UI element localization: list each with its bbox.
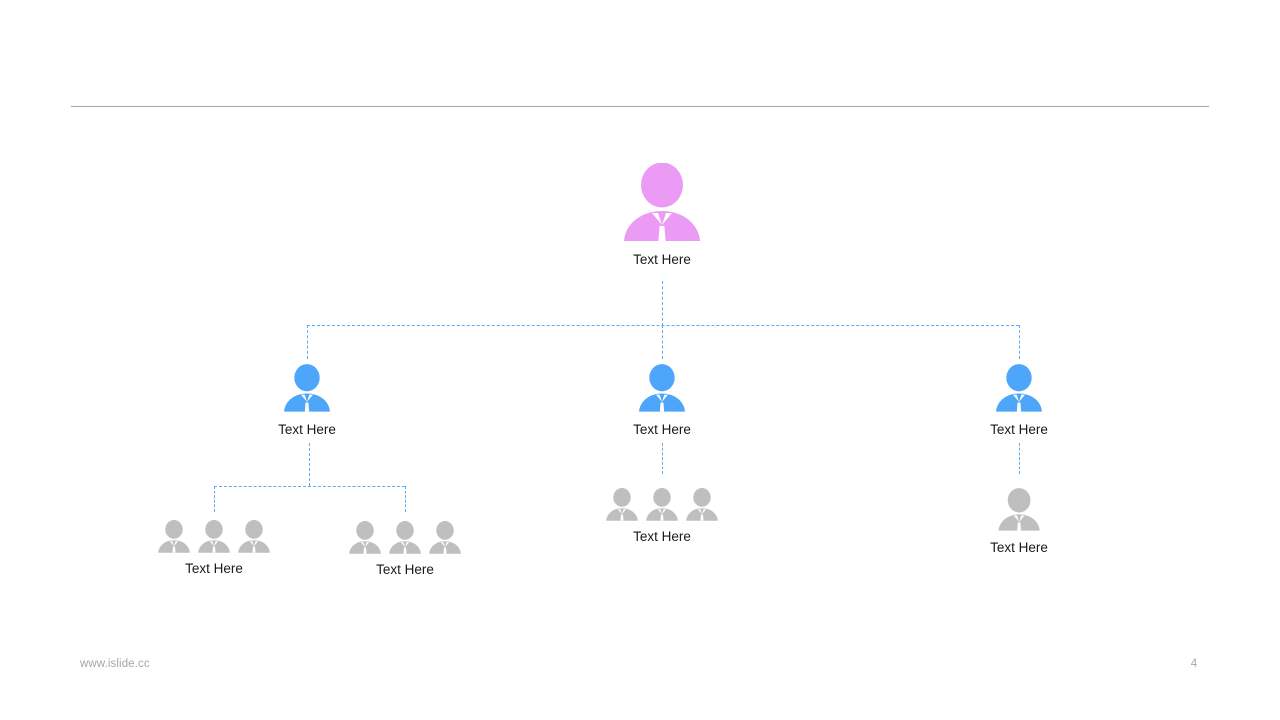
level2-icon-group xyxy=(278,363,336,413)
org-node-label: Text Here xyxy=(376,562,434,577)
org-node-label: Text Here xyxy=(633,529,691,544)
org-node-label: Text Here xyxy=(185,561,243,576)
org-node-level2-3[interactable]: Text Here xyxy=(990,363,1048,437)
people-group-icon xyxy=(154,520,274,553)
root-icon-group xyxy=(614,163,710,241)
person-icon xyxy=(606,488,638,521)
person-icon xyxy=(158,520,190,553)
connector-root-stem xyxy=(662,281,663,326)
org-node-level2-1[interactable]: Text Here xyxy=(278,363,336,437)
org-node-level3-4[interactable]: Text Here xyxy=(990,487,1048,555)
org-node-level2-2[interactable]: Text Here xyxy=(633,363,691,437)
connector-drop-level2-3 xyxy=(1019,325,1020,359)
connector-stem-branch-middle xyxy=(662,443,663,474)
connector-branch-left-bus xyxy=(214,486,405,487)
org-node-label: Text Here xyxy=(633,422,691,437)
org-node-root[interactable]: Text Here xyxy=(614,163,710,267)
single-person-icon-group xyxy=(990,487,1048,532)
level2-icon-group xyxy=(990,363,1048,413)
org-node-label: Text Here xyxy=(990,422,1048,437)
connector-drop-leaf-1 xyxy=(214,486,215,512)
connector-drop-leaf-2 xyxy=(405,486,406,512)
connector-stem-branch-left xyxy=(309,443,310,486)
footer-url[interactable]: www.islide.cc xyxy=(80,658,150,670)
header-divider xyxy=(71,106,1209,107)
org-node-label: Text Here xyxy=(278,422,336,437)
person-icon xyxy=(686,488,718,521)
person-icon xyxy=(639,364,685,412)
connector-stem-branch-right xyxy=(1019,443,1020,474)
person-icon xyxy=(996,364,1042,412)
connector-drop-level2-2 xyxy=(662,325,663,359)
person-icon xyxy=(389,521,421,554)
person-icon xyxy=(238,520,270,553)
person-icon xyxy=(284,364,330,412)
connector-drop-level2-1 xyxy=(307,325,308,359)
person-icon xyxy=(998,488,1040,531)
person-icon xyxy=(429,521,461,554)
people-group-icon xyxy=(602,488,722,521)
org-node-label: Text Here xyxy=(990,540,1048,555)
org-node-level3-2[interactable]: Text Here xyxy=(345,521,465,577)
person-icon xyxy=(624,163,700,241)
level2-icon-group xyxy=(633,363,691,413)
connector-level2-bus xyxy=(307,325,1019,326)
org-node-level3-1[interactable]: Text Here xyxy=(154,520,274,576)
person-icon xyxy=(349,521,381,554)
org-node-label: Text Here xyxy=(633,252,691,267)
org-node-level3-3[interactable]: Text Here xyxy=(602,488,722,544)
person-icon xyxy=(646,488,678,521)
person-icon xyxy=(198,520,230,553)
page-number: 4 xyxy=(1190,658,1198,670)
people-group-icon xyxy=(345,521,465,554)
